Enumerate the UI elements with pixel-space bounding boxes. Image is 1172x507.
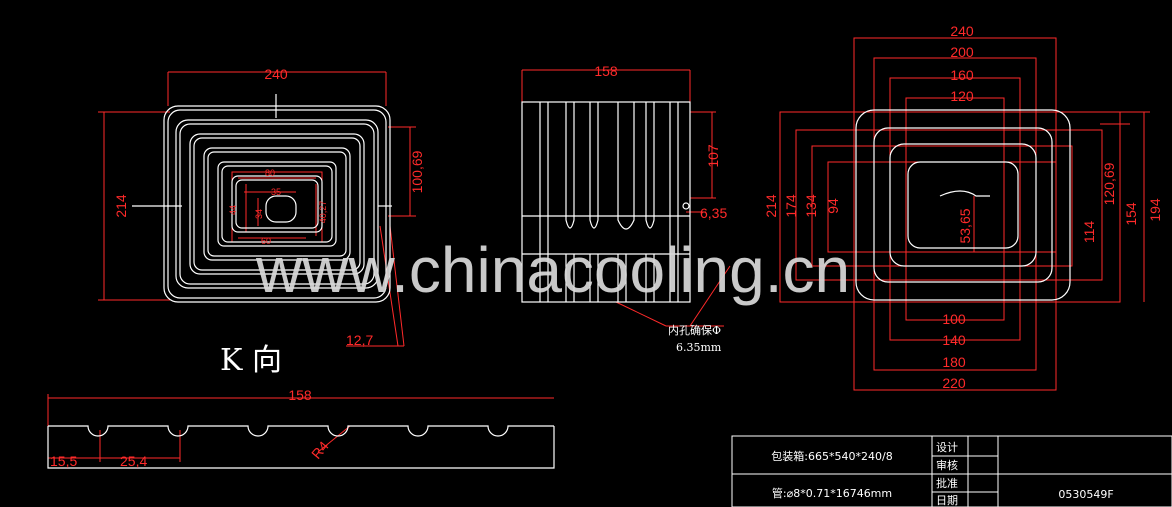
view-c-right-height-2: 194 bbox=[1147, 198, 1163, 222]
view-a-inner-right: 40,27 bbox=[318, 201, 328, 224]
view-c-top-width-2: 160 bbox=[950, 67, 974, 83]
title-block: 包装箱:665*540*240/8 管:⌀8*0.71*16746mm 设计 审… bbox=[731, 435, 1172, 507]
view-c-right-height-1: 154 bbox=[1123, 202, 1139, 226]
view-a-width: 240 bbox=[264, 66, 288, 82]
packing-spec: 包装箱:665*540*240/8 bbox=[771, 449, 892, 463]
view-a-inner-top: 80 bbox=[265, 168, 275, 178]
view-c-left-height-3: 94 bbox=[825, 198, 841, 214]
view-b-width: 158 bbox=[594, 63, 618, 79]
k-view-width: 158 bbox=[288, 387, 312, 403]
k-view-first: 15,5 bbox=[50, 453, 77, 469]
view-b-hole: 6,35 bbox=[700, 205, 727, 221]
view-c-right-height-0: 120,69 bbox=[1101, 162, 1117, 205]
view-a-inner-bottom: 60 bbox=[261, 236, 271, 246]
view-b-height: 107 bbox=[705, 144, 721, 168]
view-c-top-width-1: 200 bbox=[950, 44, 974, 60]
k-view-pitch: 25,4 bbox=[120, 453, 147, 469]
view-c-inner-right: 114 bbox=[1081, 221, 1097, 244]
watermark: www.chinacooling.cn bbox=[255, 234, 850, 306]
k-view: K 向 158 15,5 25,4 R4 bbox=[47, 343, 555, 469]
view-b-note-line1: 内孔确保Φ bbox=[668, 323, 721, 337]
tube-spec: 管:⌀8*0.71*16746mm bbox=[772, 486, 892, 500]
view-a-inner-left2: 34 bbox=[254, 209, 264, 219]
view-a-offset: 12,7 bbox=[346, 332, 373, 348]
label-approve: 批准 bbox=[936, 476, 958, 490]
view-a-inner-left: 44 bbox=[228, 205, 238, 215]
view-a-inner-mid: 35 bbox=[271, 187, 281, 197]
k-view-label: K 向 bbox=[220, 343, 282, 378]
view-b-note-line2: 6.35mm bbox=[676, 341, 722, 354]
view-c-left-height-1: 174 bbox=[783, 194, 799, 218]
view-c: 240 200 160 120 100 140 180 220 214 174 … bbox=[763, 23, 1163, 391]
view-c-bottom-width-2: 180 bbox=[942, 354, 966, 370]
view-a-pitch: 100,69 bbox=[409, 150, 425, 193]
view-b: 158 107 6,35 内孔确保Φ 6.35mm bbox=[521, 63, 731, 354]
label-design: 设计 bbox=[936, 441, 958, 454]
view-c-bottom-width-1: 140 bbox=[942, 332, 966, 348]
label-review: 审核 bbox=[936, 458, 958, 472]
view-c-top-width-3: 120 bbox=[950, 88, 974, 104]
view-c-left-height-0: 214 bbox=[763, 194, 779, 218]
view-c-bottom-width-0: 100 bbox=[942, 311, 966, 327]
drawing-number: 0530549F bbox=[1058, 488, 1113, 501]
k-view-radius: R4 bbox=[308, 438, 332, 462]
view-c-bottom-width-3: 220 bbox=[942, 375, 966, 391]
view-c-top-width-0: 240 bbox=[950, 23, 974, 39]
view-c-left-height-2: 134 bbox=[803, 194, 819, 218]
label-date: 日期 bbox=[936, 494, 958, 507]
view-c-center: 53,65 bbox=[957, 208, 973, 243]
view-a: 240 214 100,69 12,7 80 35 60 44 34 40,27 bbox=[98, 66, 425, 348]
view-a-height: 214 bbox=[113, 194, 129, 218]
